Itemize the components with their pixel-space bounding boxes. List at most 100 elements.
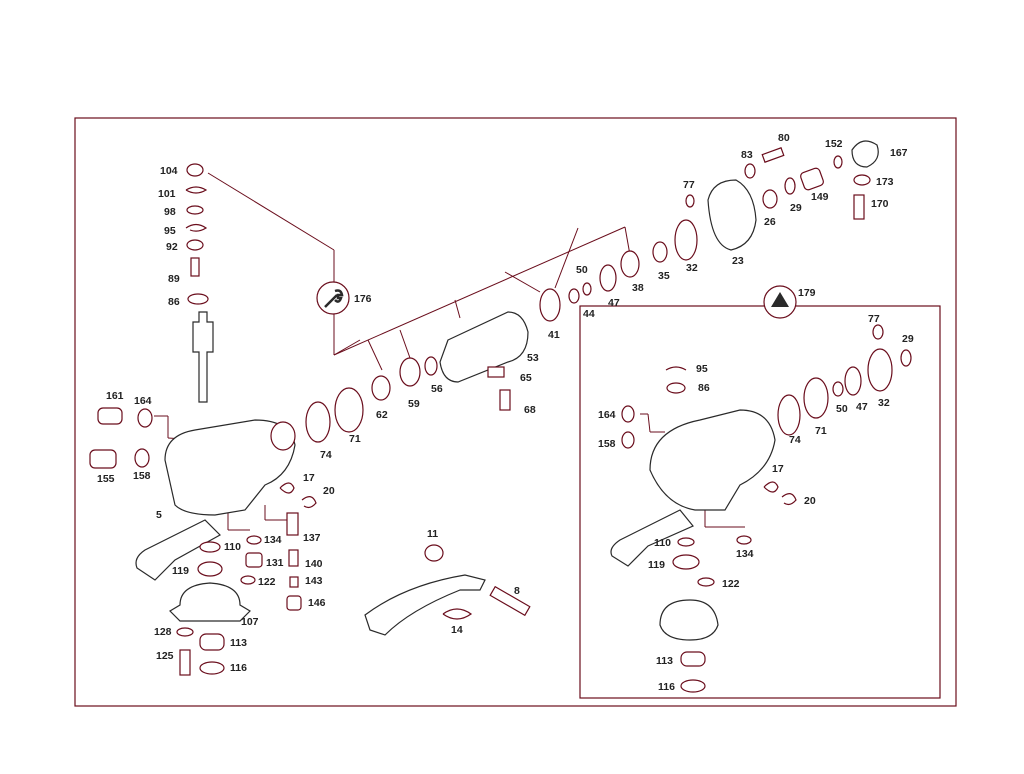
inset-part-158[interactable]	[621, 431, 635, 449]
part-122-ring[interactable]	[240, 575, 256, 585]
part-140-screw[interactable]	[288, 549, 299, 567]
part-50-ring[interactable]	[582, 282, 592, 296]
part-83-ring[interactable]	[744, 163, 756, 179]
part-104-nut[interactable]	[186, 163, 204, 177]
part-113-bearing[interactable]	[199, 633, 225, 651]
callout-56: 56	[431, 383, 443, 395]
inset-part-17[interactable]	[763, 481, 779, 493]
inset-part-32[interactable]	[867, 348, 893, 392]
part-77-ring[interactable]	[685, 194, 695, 208]
part-80-bolt[interactable]	[761, 147, 785, 163]
part-20-circlip[interactable]	[301, 496, 317, 509]
callout-47-inset: 47	[856, 401, 868, 413]
part-155-fitting[interactable]	[89, 449, 117, 469]
part-119-seal[interactable]	[197, 561, 223, 577]
inset-part-86[interactable]	[666, 382, 686, 394]
part-68-bolt[interactable]	[499, 389, 511, 411]
part-116-ring[interactable]	[199, 661, 225, 675]
callout-164: 164	[134, 395, 152, 407]
drop-arm-cluster	[364, 544, 531, 636]
inset-part-77[interactable]	[872, 324, 884, 340]
callout-38: 38	[632, 282, 644, 294]
part-149-sleeve[interactable]	[800, 167, 825, 191]
part-29-ring[interactable]	[784, 177, 796, 195]
part-128-washer[interactable]	[176, 627, 194, 637]
inset-part-116[interactable]	[680, 679, 706, 693]
callout-128: 128	[154, 626, 172, 638]
part-8-bolt[interactable]	[489, 585, 531, 617]
callout-110-inset: 110	[654, 537, 671, 549]
callout-83: 83	[741, 149, 753, 161]
callout-17: 17	[303, 472, 315, 484]
inset-part-164[interactable]	[621, 405, 635, 423]
part-125-bolt[interactable]	[179, 649, 191, 676]
inset-part-119[interactable]	[672, 554, 700, 570]
part-173-washer[interactable]	[853, 174, 871, 186]
part-44-ring[interactable]	[568, 288, 580, 304]
part-62-ring[interactable]	[371, 375, 391, 401]
inset-cover	[659, 599, 719, 641]
part-53-piston[interactable]	[439, 311, 529, 383]
part-158-seal[interactable]	[134, 448, 150, 468]
part-98-washer[interactable]	[186, 205, 204, 215]
part-131-nut[interactable]	[245, 552, 263, 568]
steering-gear-housing	[135, 419, 296, 581]
inset-part-71[interactable]	[803, 377, 829, 419]
part-107-cover[interactable]	[169, 582, 251, 622]
inset-part-95[interactable]	[665, 366, 687, 371]
callout-68: 68	[524, 404, 536, 416]
inset-repair-kit-frame	[579, 305, 941, 699]
part-11-nut[interactable]	[424, 544, 444, 562]
inset-part-50[interactable]	[832, 381, 844, 397]
part-101-circlip[interactable]	[185, 186, 208, 194]
part-56-washer[interactable]	[424, 356, 438, 376]
inset-part-113[interactable]	[680, 651, 706, 667]
callout-35: 35	[658, 270, 670, 282]
part-38-bearing[interactable]	[620, 250, 640, 278]
part-161-fitting[interactable]	[97, 407, 123, 425]
part-110-ring[interactable]	[199, 541, 221, 553]
callout-119: 119	[172, 565, 189, 577]
inset-part-20[interactable]	[781, 493, 797, 506]
part-23-housing-cover[interactable]	[707, 179, 757, 251]
part-137-pin[interactable]	[286, 512, 299, 536]
drop-arm[interactable]	[364, 574, 486, 636]
callout-95: 95	[164, 225, 176, 237]
part-146-plug[interactable]	[286, 595, 302, 611]
inset-part-29[interactable]	[900, 349, 912, 367]
part-167-coupling[interactable]	[851, 140, 879, 168]
part-86-ring[interactable]	[187, 293, 209, 305]
part-71-seal[interactable]	[334, 387, 364, 433]
part-74-seal[interactable]	[305, 401, 331, 443]
inset-part-110[interactable]	[677, 537, 695, 547]
inset-part-122[interactable]	[697, 577, 715, 587]
part-5-pitman-arm[interactable]	[135, 519, 221, 581]
part-35-ring[interactable]	[652, 241, 668, 263]
part-92-ring[interactable]	[186, 239, 204, 251]
callout-89: 89	[168, 273, 180, 285]
input-shaft[interactable]	[192, 311, 214, 403]
callout-98: 98	[164, 206, 176, 218]
part-47-seal[interactable]	[599, 264, 617, 292]
part-26-ring[interactable]	[762, 189, 778, 209]
part-59-ring[interactable]	[399, 357, 421, 387]
gear-housing-body[interactable]	[164, 419, 296, 516]
part-170-bolt[interactable]	[853, 194, 865, 220]
part-134-ring[interactable]	[246, 535, 262, 545]
kit-symbol-179	[763, 285, 797, 319]
part-14-washer[interactable]	[442, 608, 473, 620]
part-95-circlip[interactable]	[185, 223, 208, 232]
part-32-oring[interactable]	[674, 219, 698, 261]
part-41-valve[interactable]	[539, 288, 561, 322]
callout-8: 8	[514, 585, 520, 597]
part-143-spring[interactable]	[289, 576, 299, 588]
part-17-seal[interactable]	[279, 482, 295, 494]
part-65-tab[interactable]	[487, 366, 505, 378]
inset-part-74[interactable]	[777, 394, 801, 436]
part-152-ring[interactable]	[833, 155, 843, 169]
part-89-bolt[interactable]	[190, 257, 200, 277]
part-164-seal[interactable]	[137, 408, 153, 428]
inset-part-47[interactable]	[844, 366, 862, 396]
inset-part-134[interactable]	[736, 535, 752, 545]
